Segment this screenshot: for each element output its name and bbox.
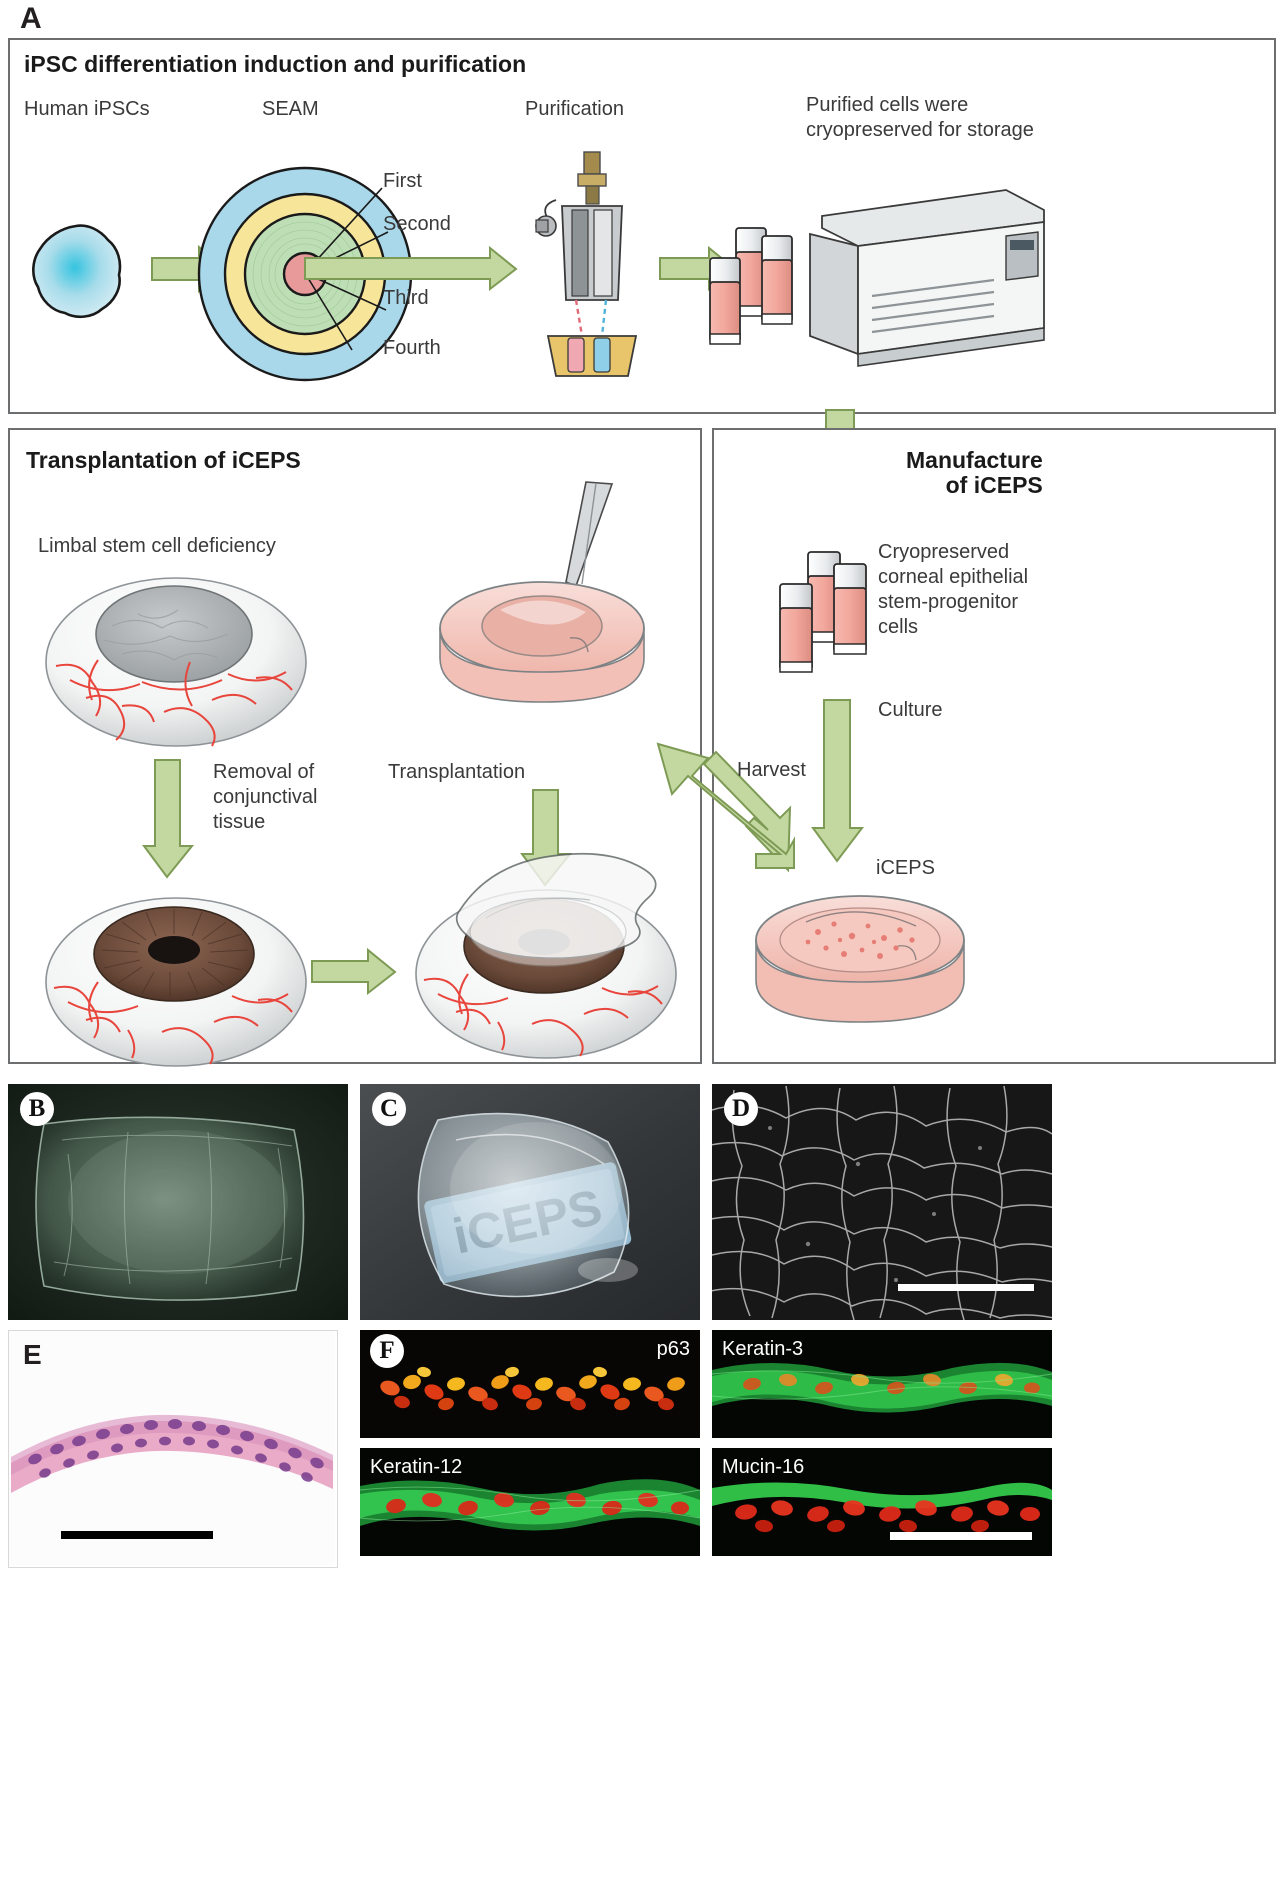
photo-d-image (712, 1084, 1052, 1320)
seam-label-first: First (383, 170, 422, 192)
limbal-deficiency-label: Limbal stem cell deficiency (38, 535, 276, 557)
photo-panel-d: D (712, 1084, 1052, 1320)
panel-manufacture-title: Manufacture of iCEPS (906, 447, 1043, 498)
arrow-to-transplanted-eye (311, 947, 397, 996)
photo-b-letter: B (20, 1092, 54, 1126)
panel-letter-a: A (20, 2, 42, 35)
photo-panel-f-keratin3: Keratin-3 (712, 1330, 1052, 1438)
photo-f3-image (360, 1448, 700, 1556)
photo-d-scalebar (898, 1284, 1034, 1291)
step-label-seam: SEAM (262, 98, 319, 120)
removal-conjunctival-label: Removal of conjunctival tissue (213, 761, 318, 833)
panel-a-title: iPSC differentiation induction and purif… (24, 51, 527, 77)
photo-d-letter: D (724, 1092, 758, 1126)
eye-limbal-deficiency-illustration (45, 577, 307, 747)
seam-label-third: Third (383, 287, 429, 309)
cryovial-group-manufacture-icon (779, 551, 867, 673)
eye-transplanted-illustration (415, 852, 677, 1059)
stain-label-mucin16: Mucin-16 (722, 1456, 805, 1478)
arrow-seam-to-purification (304, 245, 518, 292)
cryopreserved-cells-label: Cryopreserved corneal epithelial stem-pr… (878, 541, 1029, 638)
eye-after-removal-illustration (45, 897, 307, 1067)
photo-panel-b: B (8, 1084, 348, 1320)
photo-c-image: iCEPS (360, 1084, 700, 1320)
seam-label-fourth: Fourth (383, 337, 441, 359)
photo-f2-image (712, 1330, 1052, 1438)
photo-b-image (8, 1084, 348, 1320)
ipsc-colony-icon (32, 224, 122, 319)
cryovial-group-top-icon (709, 227, 793, 345)
photo-panel-c: iCEPS C (360, 1084, 700, 1320)
step-label-cryopreserved: Purified cells were cryopreserved for st… (806, 94, 1034, 141)
photo-panel-f-mucin16: Mucin-16 (712, 1448, 1052, 1556)
iceps-product-label: iCEPS (876, 857, 935, 879)
photo-panel-f-p63: F p63 (360, 1330, 700, 1438)
photo-panel-f-keratin12: Keratin-12 (360, 1448, 700, 1556)
panel-transplantation-title: Transplantation of iCEPS (26, 447, 301, 473)
cell-sorter-icon (535, 151, 638, 377)
photo-c-letter: C (372, 1092, 406, 1126)
arrow-harvest-shape (656, 742, 795, 869)
harvest-label: Harvest (737, 759, 806, 781)
photo-f-letter: F (370, 1334, 404, 1368)
seam-label-second: Second (383, 213, 451, 235)
stain-label-keratin3: Keratin-3 (722, 1338, 804, 1360)
step-label-purification: Purification (525, 98, 624, 120)
photo-f-scalebar (890, 1532, 1032, 1540)
cryo-freezer-icon (809, 189, 1045, 367)
photo-e-scalebar (61, 1531, 213, 1539)
iceps-culture-dish-icon (755, 895, 965, 1023)
photo-e-letter: E (23, 1339, 42, 1370)
photo-panel-e: E (8, 1330, 338, 1568)
arrow-removal-conjunctival (142, 759, 195, 879)
transplantation-label: Transplantation (388, 761, 526, 783)
photo-e-image (9, 1331, 335, 1565)
photo-f1-image (360, 1330, 700, 1438)
culture-label: Culture (878, 699, 943, 721)
arrow-culture (811, 699, 865, 863)
stain-label-keratin12: Keratin-12 (370, 1456, 463, 1478)
step-label-human-ipscs: Human iPSCs (24, 98, 150, 120)
stain-label-p63: p63 (656, 1338, 690, 1360)
dish-with-graft-and-forceps-icon (439, 481, 645, 703)
